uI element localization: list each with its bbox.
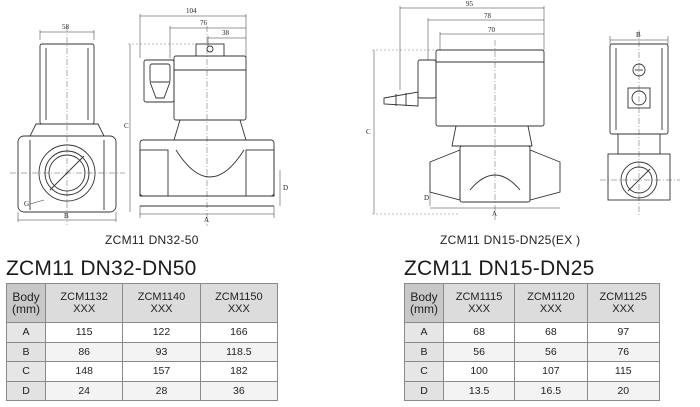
table-cell: 148 [44,361,124,382]
dim-g-label: G [24,200,29,208]
column-header-model: ZCM1140 [137,291,186,303]
dim-d-label-right: D [424,194,429,202]
table-cell: 86 [44,341,124,362]
dim-78-label: 78 [484,12,492,20]
dim-b-label-right: B [636,31,641,39]
dim-c-label: C [124,122,129,130]
body-header-cell: Body (mm) [404,283,444,323]
table-row: C 148 157 182 [6,361,279,382]
table-cell: 93 [122,341,201,362]
table-cell: 56 [514,341,588,362]
left-drawing-caption: ZCM11 DN32-50 [105,233,199,247]
row-label: A [6,322,46,343]
table-cell: 107 [514,361,588,382]
row-label: A [404,322,444,343]
left-technical-drawing: 58 104 76 38 C G B A D [0,0,300,235]
dim-104-label: 104 [186,7,197,15]
table-row: D 24 28 36 [6,380,279,401]
column-header-suffix: XXX [227,303,250,315]
right-drawing-svg: 95 78 70 B C D A [366,0,680,220]
table-cell: 56 [442,341,516,362]
table-cell: 68 [514,322,588,343]
table-cell: 115 [586,361,661,382]
dim-38-label: 38 [222,29,230,37]
column-header-suffix: XXX [612,303,635,315]
right-technical-drawing: 95 78 70 B C D A [360,0,700,235]
left-table-heading: ZCM11 DN32-DN50 [6,257,197,280]
table-cell: 166 [199,322,279,343]
column-header-suffix: XXX [150,303,173,315]
table-cell: 118.5 [199,341,279,362]
column-header-suffix: XXX [539,303,562,315]
left-drawing-svg: 58 104 76 38 C G B A D [10,7,288,226]
dim-58-label: 58 [62,23,70,31]
row-label: C [404,361,444,382]
dim-76-label: 76 [200,19,208,27]
table-cell: 122 [122,322,201,343]
column-header-suffix: XXX [73,303,96,315]
body-header-cell: Body (mm) [6,283,46,323]
dim-d-label: D [283,184,288,192]
table-cell: 24 [44,380,124,401]
table-row: D 13.5 16.5 20 [404,380,661,401]
body-header-line2: (mm) [410,302,438,316]
row-label: C [6,361,46,382]
column-header-model: ZCM1125 [599,291,648,303]
column-header-suffix: XXX [468,303,491,315]
row-label: B [6,341,46,362]
table-cell: 76 [586,341,661,362]
body-header-line1: Body [12,290,40,304]
table-cell: 36 [199,380,279,401]
column-header-model: ZCM1115 [455,291,503,303]
dim-95-label: 95 [466,0,474,8]
table-row: A 115 122 166 [6,322,279,343]
table-cell: 182 [199,361,279,382]
dim-b-label: B [64,212,69,220]
column-header-model: ZCM1150 [215,291,263,303]
column-header-model: ZCM1132 [60,291,108,303]
table-row: B 56 56 76 [404,341,661,362]
row-label: B [404,341,444,362]
dim-a-label: A [204,216,209,224]
table-row: B 86 93 118.5 [6,341,279,362]
dim-c-label-right: C [366,128,371,136]
body-header-line2: (mm) [12,302,40,316]
table-cell: 68 [442,322,516,343]
dim-70-label: 70 [488,26,496,34]
table-cell: 157 [122,361,201,382]
table-cell: 115 [44,322,124,343]
table-row: C 100 107 115 [404,361,661,382]
table-cell: 28 [122,380,201,401]
row-label: D [404,380,444,401]
right-drawing-caption: ZCM11 DN15-DN25(EX ) [440,233,581,247]
table-cell: 13.5 [442,380,516,401]
column-header-model: ZCM1120 [527,291,575,303]
table-row: A 68 68 97 [404,322,661,343]
body-header-line1: Body [410,290,438,304]
dim-a-label-right: A [492,210,497,218]
table-cell: 97 [586,322,661,343]
table-cell: 20 [586,380,661,401]
table-cell: 16.5 [514,380,588,401]
right-table-heading: ZCM11 DN15-DN25 [404,257,595,280]
row-label: D [6,380,46,401]
table-cell: 100 [442,361,516,382]
